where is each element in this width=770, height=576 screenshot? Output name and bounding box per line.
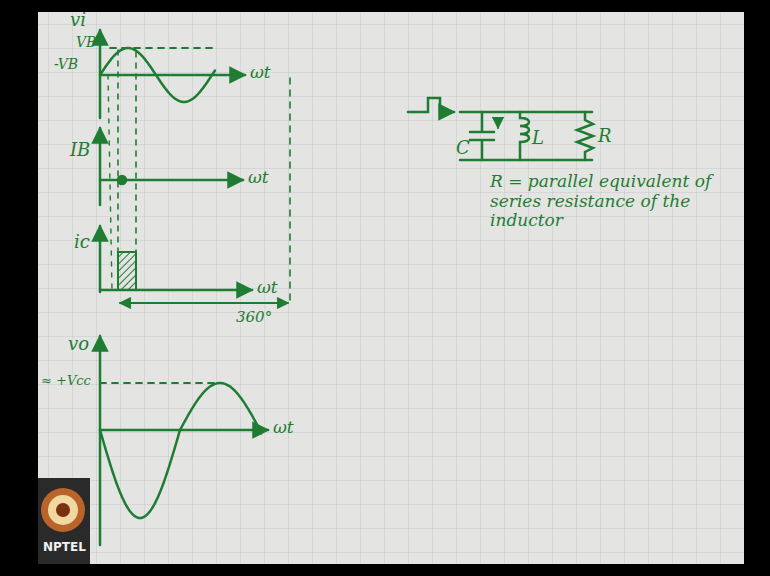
axis-label: ωt (257, 278, 278, 298)
component-label: R (598, 126, 612, 147)
component-label: L (532, 128, 544, 149)
axis-label: IB (70, 140, 90, 161)
component-label: C (456, 138, 470, 159)
level-label: ≈ +Vcc (41, 374, 91, 389)
axis-label: ωt (250, 63, 271, 83)
angle-label: 360° (236, 309, 272, 326)
logo-text: NPTEL (43, 541, 86, 555)
axis-label: vi (70, 10, 86, 31)
output-waveform (100, 383, 261, 518)
paper (38, 12, 744, 564)
axis-label: ωt (248, 168, 269, 188)
note-text: R = parallel equivalent of series resist… (490, 172, 725, 231)
level-label: VB (76, 34, 96, 50)
axis-label: ic (74, 232, 90, 253)
axis-label: ωt (273, 418, 294, 438)
input-waveform (100, 48, 215, 102)
sketch-ink (100, 30, 593, 545)
level-label: -VB (54, 56, 78, 72)
axis-label: vo (68, 334, 89, 355)
nptel-logo (38, 478, 90, 564)
